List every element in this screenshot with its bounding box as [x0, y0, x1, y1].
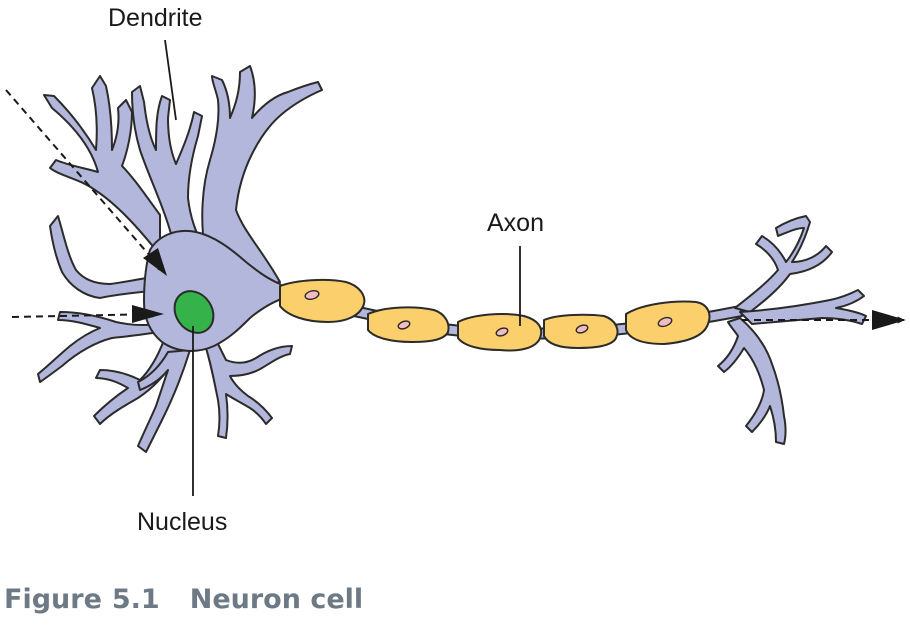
figure-caption: Figure 5.1 Neuron cell [4, 584, 363, 615]
myelin-sheath [279, 278, 711, 352]
nucleus [173, 290, 215, 334]
schwann-nucleus-5 [657, 316, 673, 328]
terminal-right [739, 289, 867, 325]
caption-prefix: Figure [4, 584, 102, 615]
dendrite-bottom-center [137, 349, 191, 453]
dendrite-lower-left [37, 311, 171, 383]
caption-title: Neuron cell [189, 584, 364, 615]
dendrite-top-center [131, 85, 206, 251]
schwann-nucleus-2 [397, 320, 411, 330]
dendrite-upper-left [43, 75, 161, 256]
schwann-nucleus-4 [575, 324, 589, 334]
schwann-nucleus-1 [304, 290, 320, 300]
arrowhead-diagonal [143, 248, 167, 276]
arrowhead-output [872, 310, 906, 330]
soma [143, 230, 291, 352]
axon-terminals [717, 215, 867, 445]
terminal-lower [717, 317, 787, 445]
dendrite-left [49, 215, 161, 299]
cell-body [37, 65, 323, 453]
dendrite-bottom-right [204, 335, 293, 439]
caption-number: 5.1 [111, 584, 160, 615]
dendrite-top-right [201, 65, 323, 291]
axon-label: Axon [487, 209, 544, 237]
input-arrow-diagonal [5, 89, 165, 273]
arrowhead-horizontal [132, 305, 164, 323]
leader-lines [164, 39, 521, 496]
schwann-nucleus-3 [495, 327, 509, 337]
dendrite-leader-line [164, 39, 177, 121]
myelin-segment-1 [279, 278, 366, 323]
schwann-nuclei [304, 290, 673, 337]
dendrite-label: Dendrite [108, 4, 203, 32]
nucleus-label: Nucleus [137, 508, 228, 536]
terminal-upper [734, 215, 833, 313]
